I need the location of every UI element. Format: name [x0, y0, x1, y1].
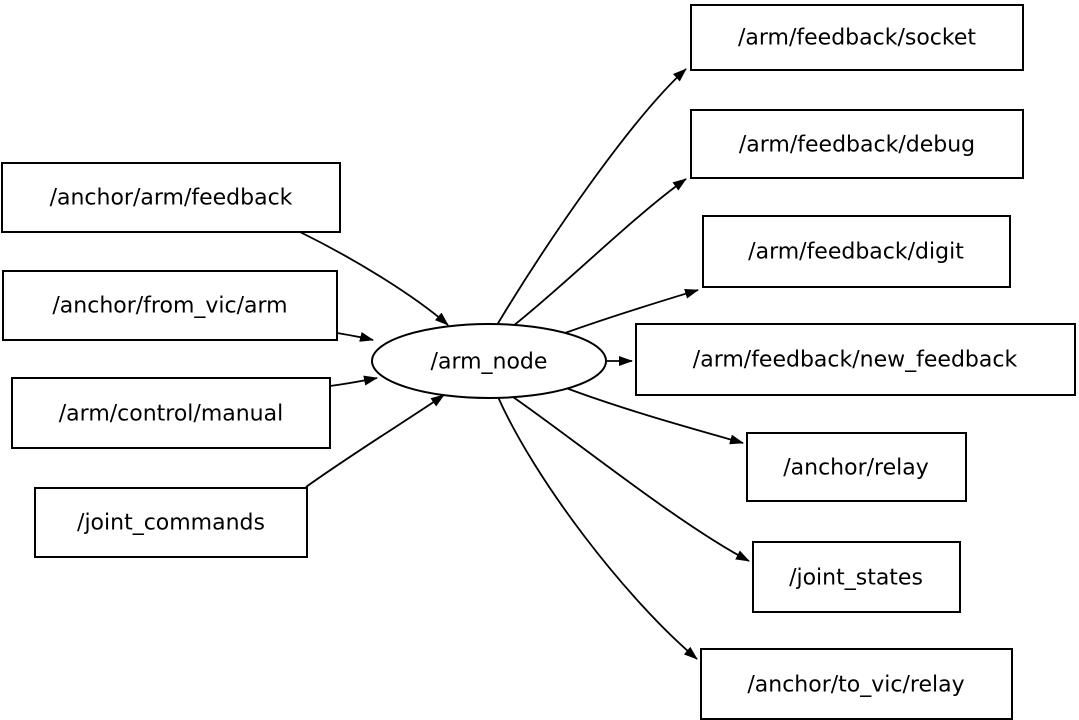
- topic-node-joint-states: /joint_states: [752, 541, 961, 613]
- topic-label: /arm/feedback/digit: [748, 240, 964, 265]
- topic-label: /joint_commands: [77, 511, 265, 536]
- topic-label: /anchor/arm/feedback: [50, 186, 293, 211]
- edge-anchor-arm-feedback-to-arm-node: [299, 231, 449, 326]
- topic-label: /arm/control/manual: [59, 402, 283, 427]
- node-label: /arm_node: [431, 350, 548, 375]
- topic-node-arm-feedback-digit: /arm/feedback/digit: [702, 215, 1011, 288]
- edge-arm-node-to-joint-states: [512, 396, 750, 562]
- topic-node-arm-control-manual: /arm/control/manual: [11, 377, 331, 449]
- topic-label: /anchor/to_vic/relay: [747, 673, 964, 698]
- topic-label: /arm/feedback/new_feedback: [693, 348, 1018, 373]
- edge-arm-node-to-arm-feedback-socket: [496, 68, 687, 326]
- topic-label: /arm/feedback/debug: [739, 133, 975, 158]
- topic-node-anchor-from-vic-arm: /anchor/from_vic/arm: [2, 270, 338, 341]
- edge-arm-node-to-arm-feedback-debug: [512, 178, 687, 327]
- edge-arm-node-to-anchor-relay: [565, 387, 744, 445]
- topic-node-anchor-relay: /anchor/relay: [746, 432, 967, 502]
- edge-arm-node-to-anchor-to-vic-relay: [497, 396, 698, 660]
- edge-arm-node-to-arm-feedback-digit: [564, 288, 699, 334]
- topic-node-arm-feedback-debug: /arm/feedback/debug: [690, 109, 1024, 179]
- ros-node-arm-node: /arm_node: [371, 323, 607, 399]
- topic-node-arm-feedback-new-feedback: /arm/feedback/new_feedback: [635, 323, 1076, 396]
- topic-label: /joint_states: [789, 566, 923, 591]
- topic-label: /anchor/from_vic/arm: [52, 294, 287, 319]
- edge-joint-commands-to-arm-node: [305, 394, 445, 488]
- topic-node-arm-feedback-socket: /arm/feedback/socket: [690, 4, 1024, 71]
- topic-node-joint-commands: /joint_commands: [34, 487, 308, 558]
- edge-anchor-from-vic-arm-to-arm-node: [336, 331, 374, 342]
- topic-label: /arm/feedback/socket: [738, 26, 976, 51]
- topic-node-anchor-arm-feedback: /anchor/arm/feedback: [1, 162, 341, 233]
- edge-arm-control-manual-to-arm-node: [329, 375, 378, 387]
- topic-label: /anchor/relay: [783, 456, 929, 481]
- topic-node-anchor-to-vic-relay: /anchor/to_vic/relay: [700, 648, 1013, 720]
